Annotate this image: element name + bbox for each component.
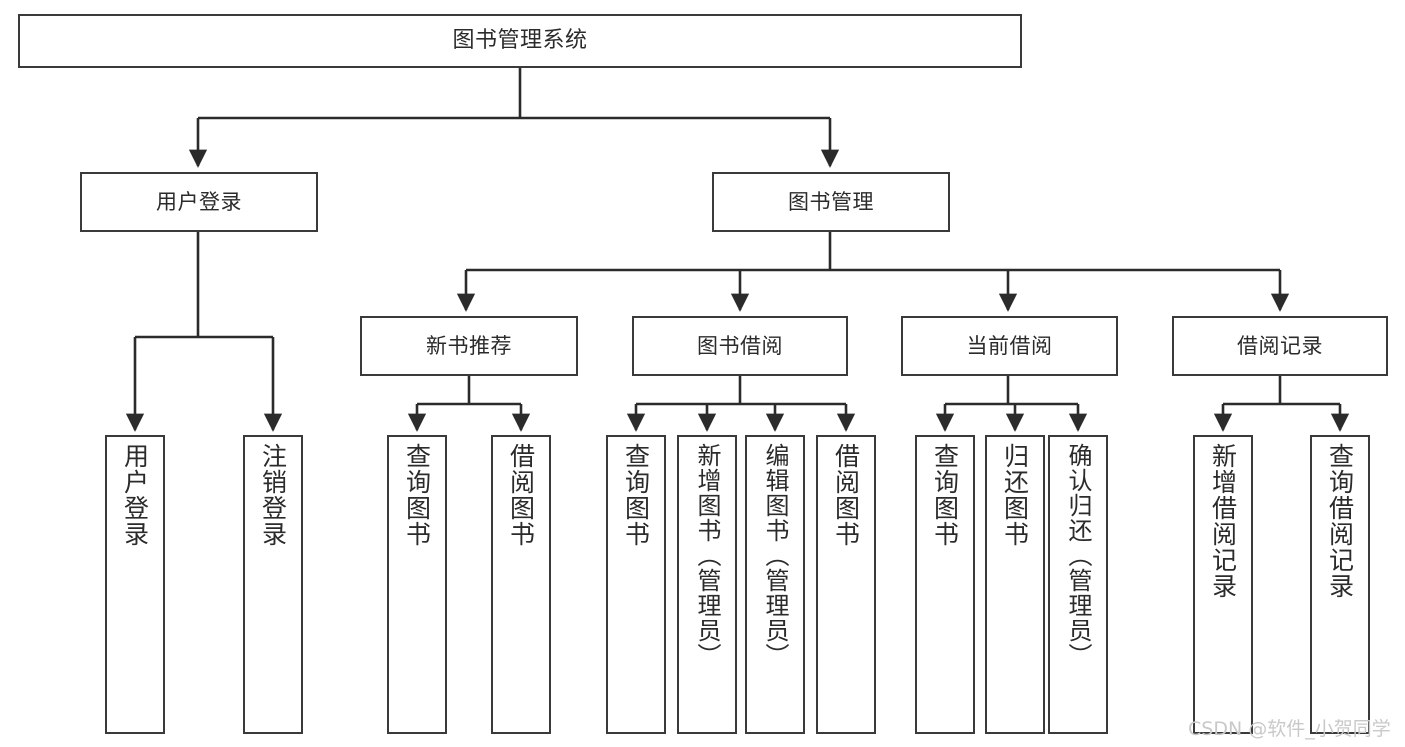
node-label: 编辑图书（管理员） xyxy=(761,443,789,668)
leaf-borrow-book[interactable]: 借阅图书 xyxy=(816,435,876,734)
csdn-watermark: CSDN @软件_小贺同学 xyxy=(1188,718,1391,740)
node-label: 新增图书（管理员） xyxy=(693,443,721,668)
node-new-book-recommend[interactable]: 新书推荐 xyxy=(360,316,578,376)
leaf-add-borrow-record[interactable]: 新增借阅记录 xyxy=(1193,435,1253,734)
node-label: 借阅图书 xyxy=(506,443,536,547)
node-label: 注销登录 xyxy=(258,443,288,547)
leaf-return-book[interactable]: 归还图书 xyxy=(985,435,1045,734)
node-label: 借阅图书 xyxy=(831,443,861,547)
leaf-query-book-recommend[interactable]: 查询图书 xyxy=(387,435,447,734)
node-user-login[interactable]: 用户登录 xyxy=(80,172,318,232)
leaf-query-borrow-record[interactable]: 查询借阅记录 xyxy=(1310,435,1370,734)
node-borrow-record[interactable]: 借阅记录 xyxy=(1172,316,1388,376)
leaf-confirm-return-admin[interactable]: 确认归还（管理员） xyxy=(1048,435,1108,734)
leaf-logout-login[interactable]: 注销登录 xyxy=(243,435,303,734)
leaf-query-book-borrow[interactable]: 查询图书 xyxy=(606,435,666,734)
node-current-borrow[interactable]: 当前借阅 xyxy=(901,316,1118,376)
node-label: 查询图书 xyxy=(930,443,960,547)
node-label: 当前借阅 xyxy=(966,333,1053,358)
node-label: 归还图书 xyxy=(1000,443,1030,547)
node-label: 查询借阅记录 xyxy=(1325,443,1355,599)
node-label: 确认归还（管理员） xyxy=(1064,443,1092,668)
node-label: 图书管理系统 xyxy=(452,28,588,54)
node-label: 新增借阅记录 xyxy=(1208,443,1238,599)
node-label: 查询图书 xyxy=(621,443,651,547)
node-label: 用户登录 xyxy=(120,443,150,547)
leaf-borrow-book-recommend[interactable]: 借阅图书 xyxy=(491,435,551,734)
node-label: 图书管理 xyxy=(788,189,874,214)
node-label: 借阅记录 xyxy=(1237,333,1323,358)
leaf-user-login[interactable]: 用户登录 xyxy=(105,435,165,734)
node-label: 新书推荐 xyxy=(426,333,512,358)
node-root-book-management-system[interactable]: 图书管理系统 xyxy=(18,14,1022,68)
node-label: 图书借阅 xyxy=(697,333,783,358)
node-book-management[interactable]: 图书管理 xyxy=(712,172,950,232)
node-label: 查询图书 xyxy=(402,443,432,547)
node-label: 用户登录 xyxy=(156,189,242,214)
node-book-borrow[interactable]: 图书借阅 xyxy=(632,316,848,376)
leaf-add-book-admin[interactable]: 新增图书（管理员） xyxy=(677,435,737,734)
leaf-edit-book-admin[interactable]: 编辑图书（管理员） xyxy=(745,435,805,734)
leaf-query-book-current[interactable]: 查询图书 xyxy=(915,435,975,734)
